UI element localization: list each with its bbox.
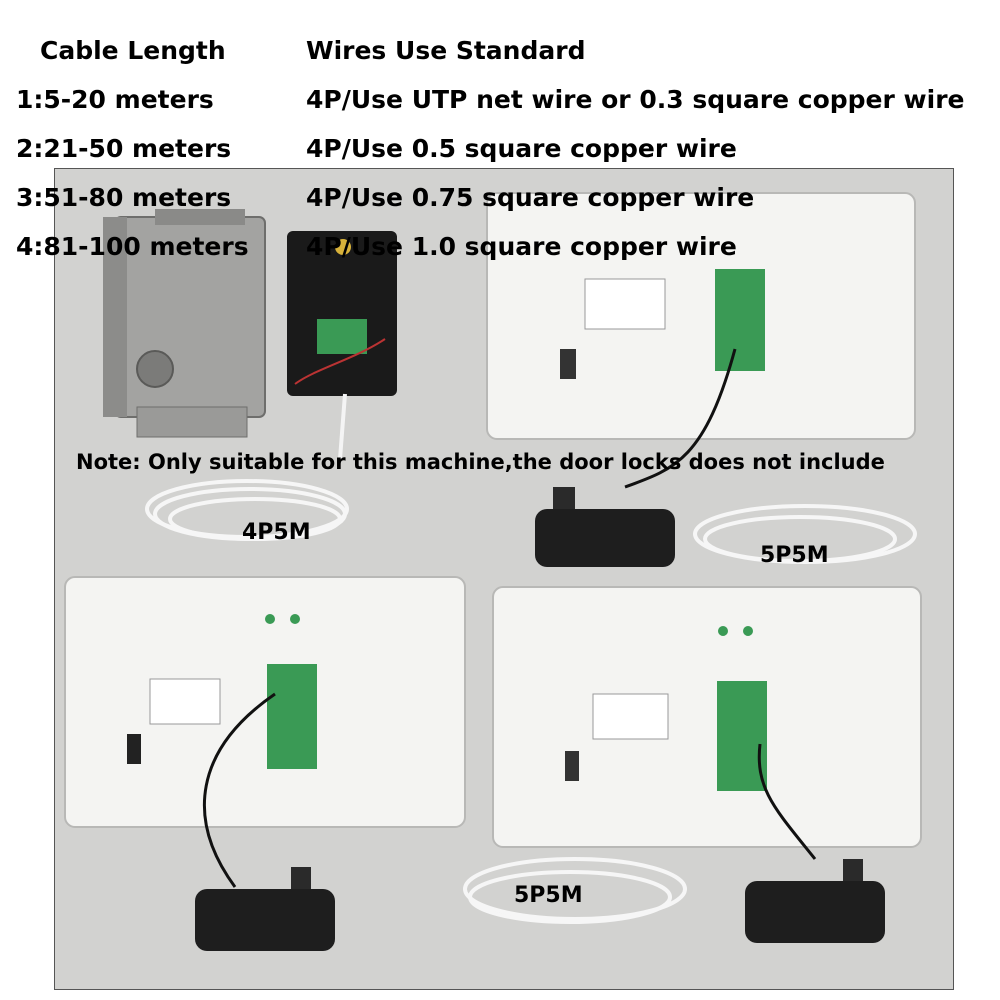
row-3-length: 3:51-80 meters bbox=[16, 183, 232, 212]
row-4-length: 4:81-100 meters bbox=[16, 232, 249, 261]
indoor-monitor-top-icon bbox=[486, 192, 916, 440]
electric-lock-icon bbox=[103, 209, 266, 438]
power-adapter-right-icon bbox=[745, 859, 885, 943]
cable-label-5p5m-bottom: 5P5M bbox=[514, 883, 583, 908]
product-photo bbox=[54, 168, 954, 990]
power-wires bbox=[203, 348, 817, 888]
cable-label-5p5m-right: 5P5M bbox=[760, 543, 829, 568]
cable-label-4p5m: 4P5M bbox=[242, 520, 311, 545]
power-adapter-left-icon bbox=[195, 867, 335, 951]
note-text: Note: Only suitable for this machine,the… bbox=[76, 450, 885, 474]
cable-coil-bottom-icon bbox=[463, 857, 687, 924]
row-2-length: 2:21-50 meters bbox=[16, 134, 232, 163]
header-wires-standard: Wires Use Standard bbox=[306, 36, 586, 65]
row-4-standard: 4P/Use 1.0 square copper wire bbox=[306, 232, 737, 261]
row-1-standard: 4P/Use UTP net wire or 0.3 square copper… bbox=[306, 85, 965, 114]
power-adapter-top-icon bbox=[535, 487, 675, 567]
cable-coil-right-icon bbox=[693, 504, 917, 564]
header-cable-length: Cable Length bbox=[40, 36, 226, 65]
row-2-standard: 4P/Use 0.5 square copper wire bbox=[306, 134, 737, 163]
cable-coil-left-icon bbox=[145, 479, 349, 541]
product-photo-illustration bbox=[55, 169, 953, 989]
door-station-icon bbox=[287, 231, 397, 460]
row-3-standard: 4P/Use 0.75 square copper wire bbox=[306, 183, 755, 212]
indoor-monitor-right-icon bbox=[492, 586, 922, 848]
row-1-length: 1:5-20 meters bbox=[16, 85, 214, 114]
